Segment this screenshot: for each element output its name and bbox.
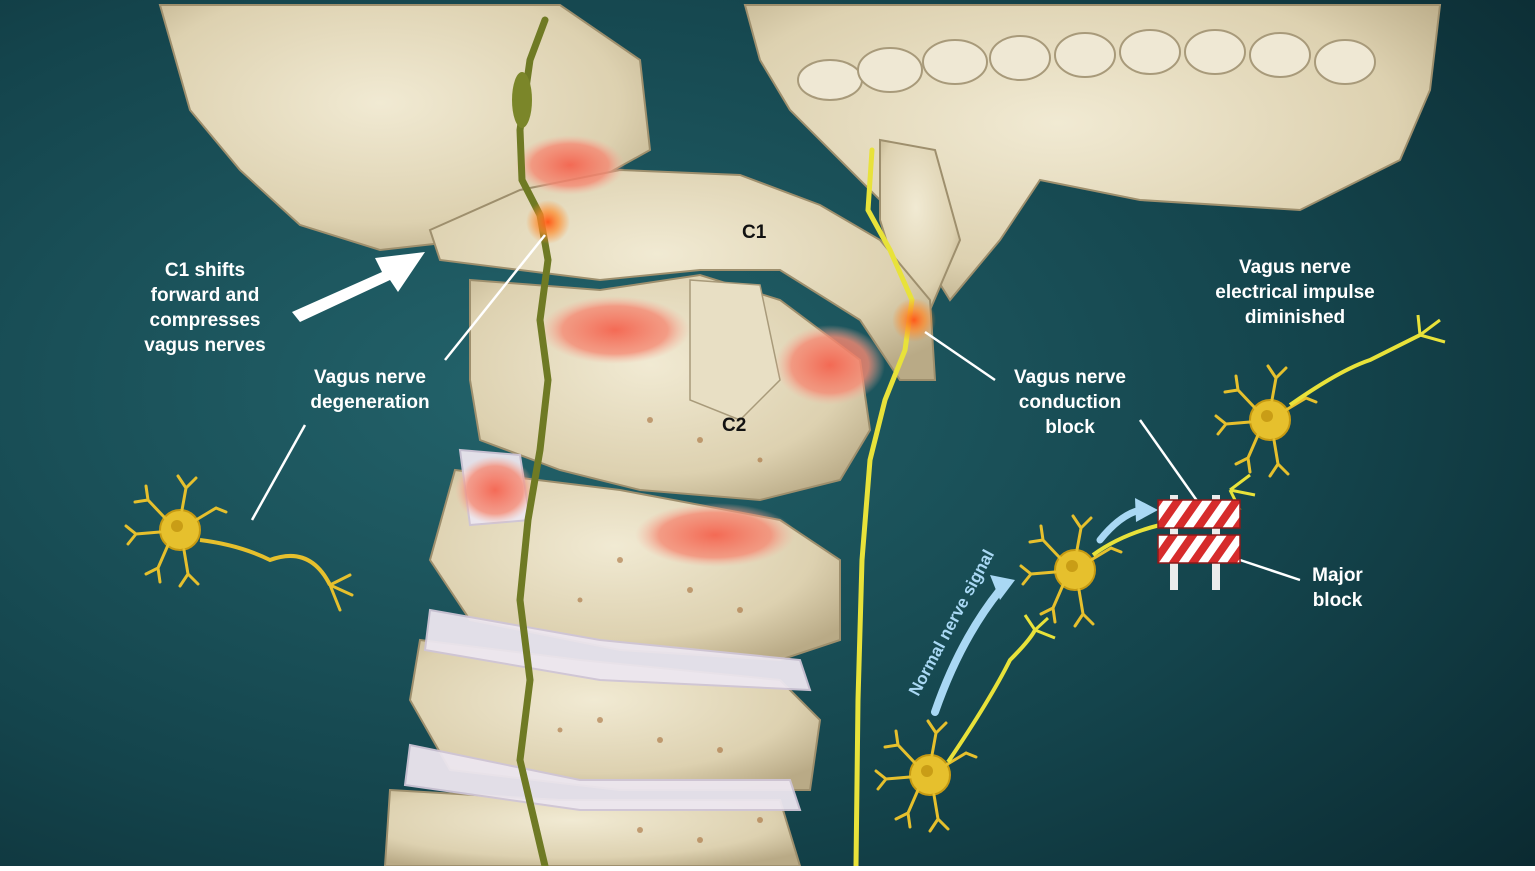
barrier-icon [1157, 495, 1241, 590]
label-c2: C2 [722, 415, 747, 436]
label-c1: C1 [742, 222, 767, 243]
